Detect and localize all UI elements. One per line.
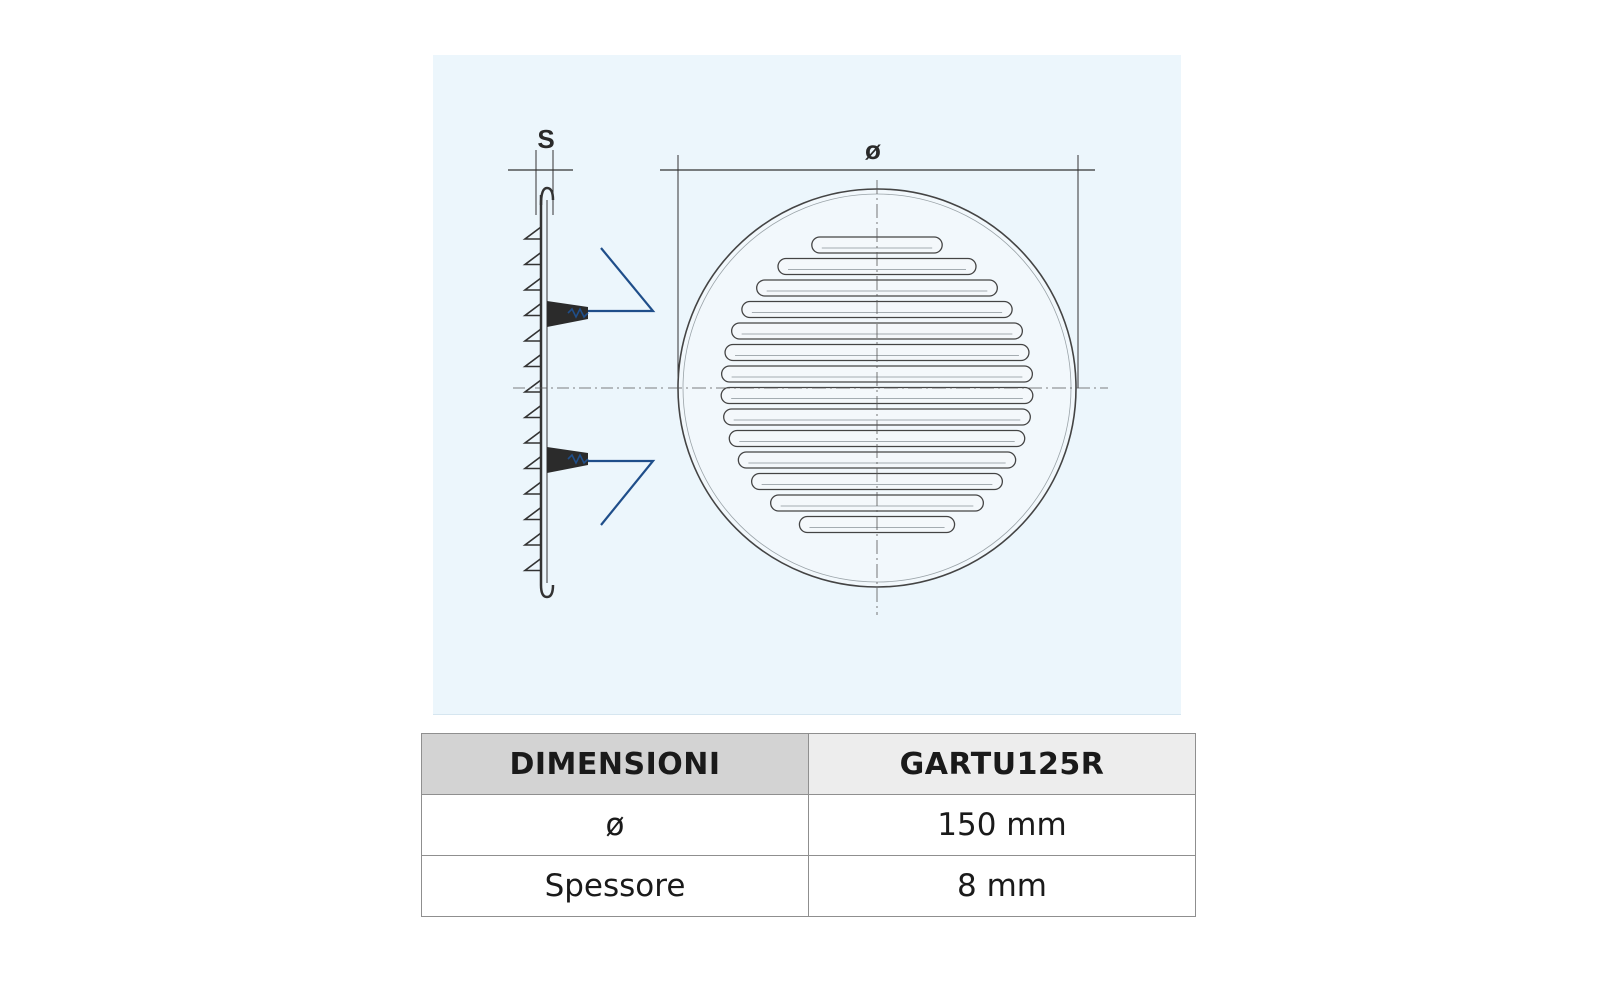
spring-wire-top bbox=[588, 247, 656, 313]
profile-louvre-tooth bbox=[522, 379, 542, 393]
profile-louvre-tooth bbox=[522, 353, 542, 368]
profile-louvre-tooth bbox=[522, 226, 542, 240]
front-view: ø bbox=[660, 135, 1108, 615]
row-diameter-label: ø bbox=[421, 794, 809, 856]
thickness-label: S bbox=[537, 124, 554, 154]
profile-plate bbox=[539, 195, 555, 599]
profile-louvre-tooth bbox=[522, 481, 542, 495]
grille-slat bbox=[777, 257, 977, 276]
profile-louvre-tooth bbox=[522, 430, 542, 444]
row-thickness-label: Spessore bbox=[421, 855, 809, 917]
table-row: Spessore 8 mm bbox=[421, 855, 1196, 917]
profile-louvre-tooth bbox=[522, 277, 542, 291]
profile-louvre-tooth bbox=[522, 455, 542, 470]
side-profile-view: S bbox=[508, 124, 663, 599]
table-row: ø 150 mm bbox=[421, 794, 1196, 856]
profile-louvre-tooth bbox=[522, 557, 542, 572]
profile-louvre-tooth bbox=[522, 328, 542, 342]
spring-wire-bottom bbox=[588, 459, 656, 526]
technical-drawing: S bbox=[508, 124, 1108, 615]
header-dimensions: DIMENSIONI bbox=[421, 733, 809, 795]
profile-louvres bbox=[522, 226, 542, 572]
profile-louvre-tooth bbox=[522, 404, 542, 419]
diameter-label: ø bbox=[865, 135, 881, 165]
technical-drawing-panel: S bbox=[433, 55, 1181, 715]
profile-louvre-tooth bbox=[522, 506, 542, 521]
row-thickness-value: 8 mm bbox=[808, 855, 1196, 917]
profile-top-hook bbox=[539, 186, 555, 206]
row-diameter-value: 150 mm bbox=[808, 794, 1196, 856]
header-model-code: GARTU125R bbox=[808, 733, 1196, 795]
dimensions-table: DIMENSIONI GARTU125R ø 150 mm Spessore 8… bbox=[421, 733, 1196, 917]
profile-louvre-tooth bbox=[522, 251, 542, 266]
profile-louvre-tooth bbox=[522, 302, 542, 317]
mounting-clip-bottom bbox=[547, 447, 656, 526]
profile-louvre-tooth bbox=[522, 532, 542, 546]
mounting-clip-top bbox=[547, 247, 656, 327]
table-header-row: DIMENSIONI GARTU125R bbox=[421, 733, 1196, 795]
